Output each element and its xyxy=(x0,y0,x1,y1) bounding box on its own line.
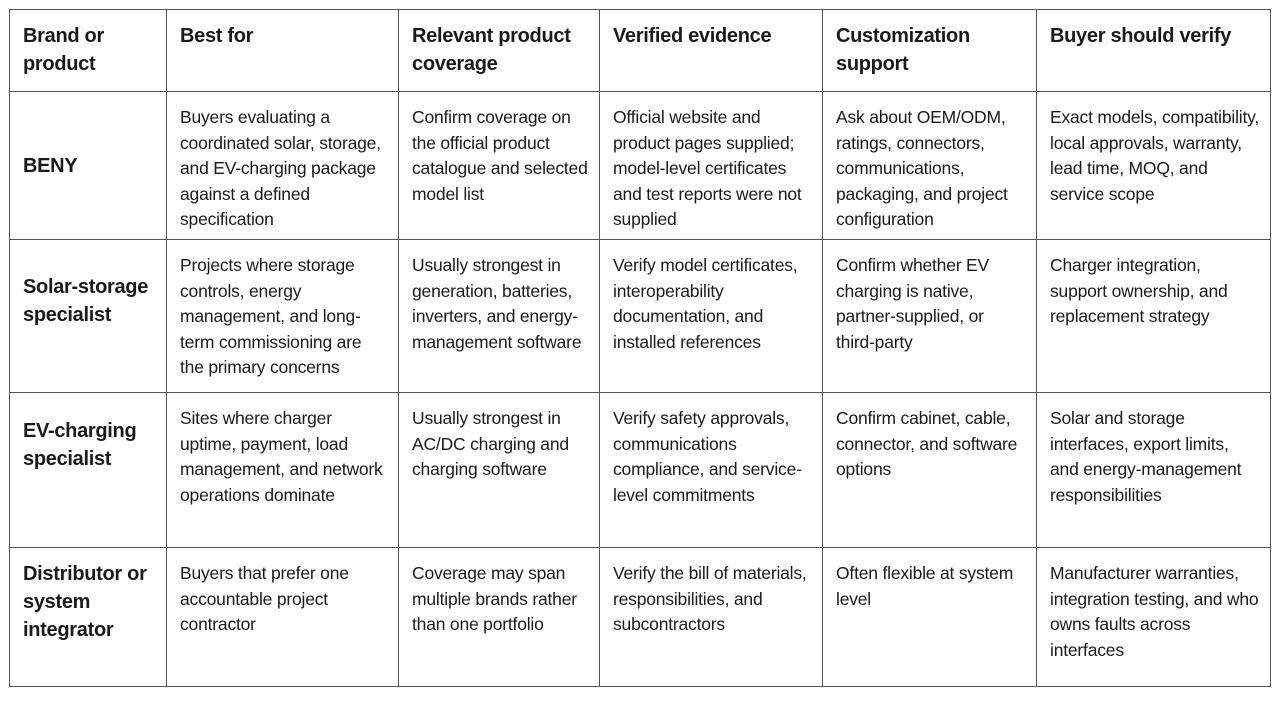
verify-text: Charger integration, support ownership, … xyxy=(1050,255,1228,327)
verify-cell: Manufacturer warranties, integration tes… xyxy=(1036,547,1271,687)
header-label: Customization support xyxy=(836,25,970,75)
customization-cell: Often flexible at system level xyxy=(822,547,1037,687)
header-evidence: Verified evidence xyxy=(599,9,823,92)
verify-text: Manufacturer warranties, integration tes… xyxy=(1050,563,1259,660)
customization-text: Confirm cabinet, cable, connector, and s… xyxy=(836,408,1018,480)
brand-cell: Distributor or system integrator xyxy=(9,547,167,687)
evidence-text: Verify model certificates, interoperabil… xyxy=(613,255,798,352)
best-for-text: Sites where charger uptime, payment, loa… xyxy=(180,408,383,505)
header-label: Verified evidence xyxy=(613,25,772,47)
header-best-for: Best for xyxy=(166,9,399,92)
coverage-text: Usually strongest in AC/DC charging and … xyxy=(412,408,569,480)
table-row: Solar-storage specialist Projects where … xyxy=(9,239,1271,393)
table-row: Distributor or system integrator Buyers … xyxy=(9,547,1271,687)
best-for-text: Buyers that prefer one accountable proje… xyxy=(180,563,349,635)
coverage-cell: Coverage may span multiple brands rather… xyxy=(398,547,600,687)
coverage-cell: Usually strongest in generation, batteri… xyxy=(398,239,600,393)
coverage-text: Usually strongest in generation, batteri… xyxy=(412,255,582,352)
best-for-text: Buyers evaluating a coordinated solar, s… xyxy=(180,107,381,230)
customization-text: Ask about OEM/ODM, ratings, connectors, … xyxy=(836,107,1008,230)
evidence-text: Verify safety approvals, communications … xyxy=(613,408,802,505)
header-label: Best for xyxy=(180,25,254,47)
brand-cell: EV-charging specialist xyxy=(9,392,167,548)
brand-cell: BENY xyxy=(9,91,167,240)
header-verify: Buyer should verify xyxy=(1036,9,1271,92)
table-row: EV-charging specialist Sites where charg… xyxy=(9,392,1271,548)
header-customization: Customization support xyxy=(822,9,1037,92)
best-for-text: Projects where storage controls, energy … xyxy=(180,255,362,378)
header-brand: Brand or product xyxy=(9,9,167,92)
best-for-cell: Buyers that prefer one accountable proje… xyxy=(166,547,399,687)
evidence-cell: Official website and product pages suppl… xyxy=(599,91,823,240)
header-label: Brand or product xyxy=(23,25,104,75)
header-label: Relevant product coverage xyxy=(412,25,571,75)
brand-name: Distributor or system integrator xyxy=(23,563,147,641)
brand-cell: Solar-storage specialist xyxy=(9,239,167,393)
table-header-row: Brand or product Best for Relevant produ… xyxy=(9,9,1271,92)
brand-name: BENY xyxy=(23,154,78,177)
verify-cell: Charger integration, support ownership, … xyxy=(1036,239,1271,393)
table-row: BENY Buyers evaluating a coordinated sol… xyxy=(9,91,1271,240)
customization-cell: Ask about OEM/ODM, ratings, connectors, … xyxy=(822,91,1037,240)
brand-name: Solar-storage specialist xyxy=(23,276,149,326)
coverage-text: Confirm coverage on the official product… xyxy=(412,107,588,204)
best-for-cell: Projects where storage controls, energy … xyxy=(166,239,399,393)
best-for-cell: Sites where charger uptime, payment, loa… xyxy=(166,392,399,548)
coverage-text: Coverage may span multiple brands rather… xyxy=(412,563,577,635)
verify-text: Solar and storage interfaces, export lim… xyxy=(1050,408,1242,505)
verify-cell: Exact models, compatibility, local appro… xyxy=(1036,91,1271,240)
coverage-cell: Confirm coverage on the official product… xyxy=(398,91,600,240)
verify-text: Exact models, compatibility, local appro… xyxy=(1050,107,1260,204)
header-coverage: Relevant product coverage xyxy=(398,9,600,92)
best-for-cell: Buyers evaluating a coordinated solar, s… xyxy=(166,91,399,240)
customization-text: Confirm whether EV charging is native, p… xyxy=(836,255,989,352)
evidence-text: Official website and product pages suppl… xyxy=(613,107,802,230)
evidence-cell: Verify model certificates, interoperabil… xyxy=(599,239,823,393)
coverage-cell: Usually strongest in AC/DC charging and … xyxy=(398,392,600,548)
customization-cell: Confirm whether EV charging is native, p… xyxy=(822,239,1037,393)
customization-cell: Confirm cabinet, cable, connector, and s… xyxy=(822,392,1037,548)
evidence-cell: Verify safety approvals, communications … xyxy=(599,392,823,548)
comparison-table: Brand or product Best for Relevant produ… xyxy=(9,9,1271,687)
evidence-text: Verify the bill of materials, responsibi… xyxy=(613,563,807,635)
evidence-cell: Verify the bill of materials, responsibi… xyxy=(599,547,823,687)
verify-cell: Solar and storage interfaces, export lim… xyxy=(1036,392,1271,548)
header-label: Buyer should verify xyxy=(1050,25,1232,47)
brand-name: EV-charging specialist xyxy=(23,420,137,470)
customization-text: Often flexible at system level xyxy=(836,563,1014,609)
